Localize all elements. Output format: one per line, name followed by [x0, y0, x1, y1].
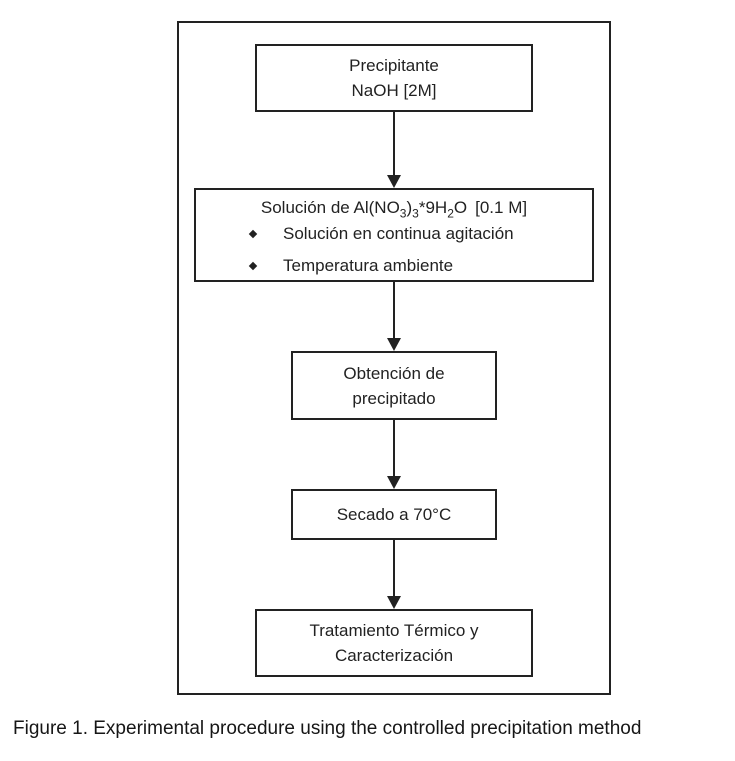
precipitant-line1: Precipitante [349, 56, 439, 75]
solution-bullet-list: Solución en continua agitación Temperatu… [196, 223, 592, 277]
list-item: Temperatura ambiente [196, 255, 592, 277]
treatment-line2: Caracterización [334, 646, 454, 665]
bullet-text: Temperatura ambiente [283, 256, 454, 275]
arrowhead-down-icon [387, 596, 401, 609]
subscript-3: 3 [412, 206, 419, 221]
flow-box-solution: Solución de Al(NO3)3*9H2O[0.1 M] Solució… [194, 188, 594, 282]
flow-arrow-1 [386, 112, 402, 188]
arrowhead-down-icon [387, 338, 401, 351]
list-item: Solución en continua agitación [196, 223, 592, 245]
solution-box-title: Solución de Al(NO3)3*9H2O[0.1 M] [261, 195, 527, 220]
solution-title-text: Solución de Al(NO [260, 198, 400, 217]
arrow-shaft [393, 282, 395, 338]
arrow-shaft [393, 540, 395, 596]
flow-box-precipitate: Obtención de precipitado [291, 351, 497, 420]
flow-arrow-2 [386, 282, 402, 351]
arrow-shaft [393, 112, 395, 175]
solution-title-text: ) [406, 198, 413, 217]
solution-title-text: *9H [418, 198, 448, 217]
flowchart-frame: Precipitante NaOH [2M] Solución de Al(NO… [177, 21, 611, 695]
flow-arrow-3 [386, 420, 402, 489]
subscript-3: 3 [399, 206, 407, 221]
precipitant-line2: NaOH [2M] [351, 81, 437, 100]
flow-box-precipitant: Precipitante NaOH [2M] [255, 44, 533, 112]
bullet-text: Solución en continua agitación [283, 224, 514, 243]
flow-box-treatment: Tratamiento Térmico y Caracterización [255, 609, 533, 677]
flow-arrow-4 [386, 540, 402, 609]
precipitate-line1: Obtención de [343, 363, 445, 383]
figure-caption: Figure 1. Experimental procedure using t… [13, 718, 642, 739]
solution-concentration: [0.1 M] [475, 198, 528, 217]
treatment-line1: Tratamiento Térmico y [309, 621, 479, 640]
bullet-icon [248, 261, 258, 271]
arrow-shaft [393, 420, 395, 476]
arrowhead-down-icon [387, 476, 401, 489]
drying-label: Secado a 70°C [336, 505, 452, 524]
precipitate-line2: precipitado [352, 388, 436, 408]
solution-title-text: O [453, 198, 468, 217]
flow-box-drying: Secado a 70°C [291, 489, 497, 540]
arrowhead-down-icon [387, 175, 401, 188]
subscript-2: 2 [447, 206, 454, 221]
bullet-icon [248, 229, 258, 239]
